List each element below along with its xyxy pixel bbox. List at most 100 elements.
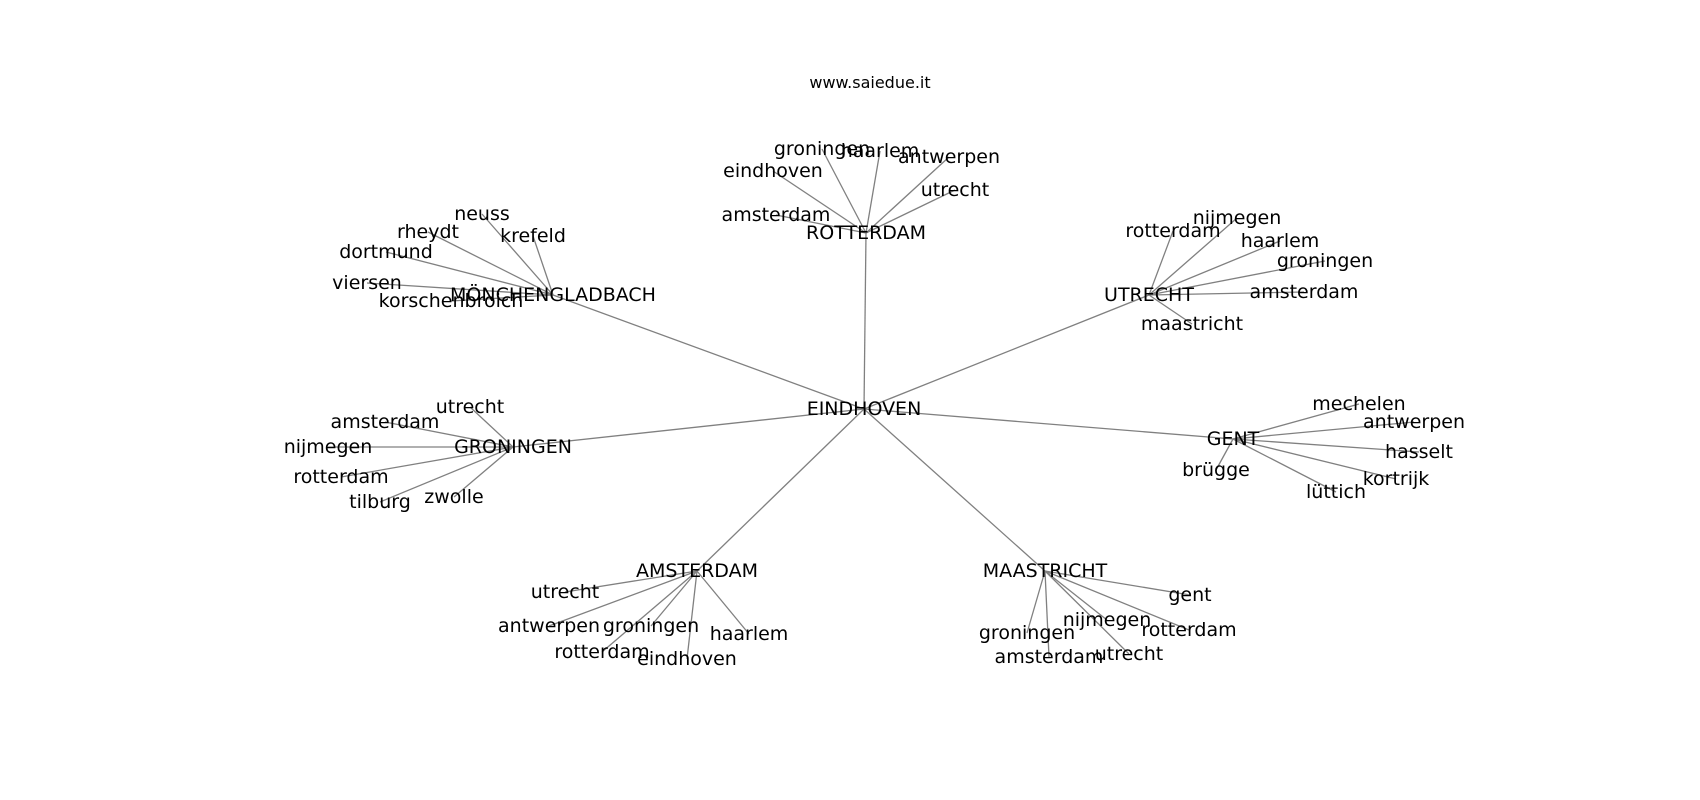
leaf-node-label: amsterdam: [331, 411, 440, 433]
leaf-node-label: lüttich: [1306, 481, 1366, 503]
edge-hub-leaf: [1044, 570, 1050, 658]
edge-hub-leaf: [1148, 294, 1193, 325]
edge-hub-leaf: [1232, 421, 1415, 440]
leaf-node-label: tilburg: [349, 491, 411, 513]
edge-hub-leaf: [1232, 403, 1360, 440]
leaf-node-label: utrecht: [1095, 643, 1164, 665]
edge-hub-leaf: [1148, 217, 1238, 296]
edge-hub-leaf: [469, 406, 514, 448]
edge-hub-leaf: [1148, 230, 1174, 296]
edge-hub-leaf: [1044, 570, 1190, 631]
leaf-node-label: antwerpen: [1363, 411, 1465, 433]
leaf-node-label: haarlem: [841, 140, 920, 162]
leaf-node-label: haarlem: [1241, 230, 1320, 252]
edge-hub-leaf: [1232, 438, 1397, 480]
edge-hub-leaf: [450, 294, 554, 302]
edge-center-hub: [512, 408, 865, 448]
edge-hub-leaf: [379, 446, 514, 503]
leaf-node-label: maastricht: [1141, 313, 1243, 335]
edge-center-hub: [863, 294, 1150, 410]
leaf-node-label: zwolle: [424, 486, 483, 508]
edge-hub-leaf: [696, 570, 750, 635]
leaf-node-label: eindhoven: [637, 648, 737, 670]
leaf-node-label: neuss: [454, 203, 510, 225]
edge-hub-leaf: [1232, 438, 1420, 453]
edge-hub-leaf: [385, 251, 554, 296]
edge-hub-leaf: [1148, 240, 1281, 296]
edge-hub-leaf: [1148, 291, 1305, 296]
edge-hub-leaf: [1044, 570, 1130, 655]
leaf-node-label: utrecht: [921, 179, 990, 201]
leaf-node-label: mechelen: [1312, 393, 1405, 415]
edge-hub-leaf: [1026, 570, 1046, 634]
edge-hub-leaf: [340, 446, 514, 478]
hub-node-label: UTRECHT: [1104, 284, 1194, 306]
edge-hub-leaf: [481, 213, 554, 296]
edge-hub-leaf: [1148, 260, 1326, 296]
leaf-node-label: rotterdam: [554, 641, 649, 663]
leaf-node-label: utrecht: [436, 396, 505, 418]
leaf-node-label: amsterdam: [995, 646, 1104, 668]
edge-center-hub: [863, 408, 1234, 440]
leaf-node-label: groningen: [1277, 250, 1373, 272]
hub-node-label: MAASTRICHT: [983, 560, 1108, 582]
leaf-node-label: eindhoven: [723, 160, 823, 182]
edge-hub-leaf: [865, 189, 956, 234]
hub-node-label: AMSTERDAM: [636, 560, 758, 582]
edge-hub-leaf: [865, 150, 881, 234]
hub-node-label: GENT: [1207, 428, 1260, 450]
edge-hub-leaf: [1044, 570, 1191, 596]
edge-hub-leaf: [1232, 438, 1337, 493]
edge-hub-leaf: [548, 570, 698, 627]
leaf-node-label: rotterdam: [1125, 220, 1220, 242]
hub-node-label: GRONINGEN: [454, 436, 572, 458]
hub-node-label: MÖNCHENGLADBACH: [450, 283, 656, 306]
leaf-node-label: groningen: [979, 622, 1075, 644]
leaf-node-label: groningen: [603, 615, 699, 637]
leaf-node-label: gent: [1168, 584, 1211, 606]
leaf-node-label: rheydt: [397, 221, 459, 243]
edge-hub-leaf: [366, 282, 554, 296]
leaf-node-label: haarlem: [710, 623, 789, 645]
edge-hub-leaf: [772, 170, 867, 234]
leaf-node-label: amsterdam: [722, 204, 831, 226]
center-node-label: EINDHOVEN: [807, 398, 922, 420]
leaf-node-label: nijmegen: [1193, 207, 1282, 229]
edge-hub-leaf: [1215, 438, 1234, 471]
hub-node-label: ROTTERDAM: [806, 222, 926, 244]
edge-center-hub: [552, 294, 865, 410]
edge-center-hub: [863, 232, 867, 410]
edge-hub-leaf: [564, 570, 698, 593]
leaf-node-label: kortrijk: [1363, 468, 1430, 490]
leaf-node-label: nijmegen: [1063, 609, 1152, 631]
edge-hub-leaf: [775, 214, 867, 234]
edge-hub-leaf: [453, 446, 514, 498]
leaf-node-label: nijmegen: [284, 436, 373, 458]
nodes: EINDHOVENROTTERDAMgroningenhaarlemantwer…: [284, 138, 1465, 670]
leaf-node-label: dortmund: [339, 241, 433, 263]
edge-hub-leaf: [532, 235, 554, 296]
edge-center-hub: [863, 408, 1046, 572]
leaf-node-label: antwerpen: [898, 146, 1000, 168]
leaf-node-label: viersen: [332, 272, 402, 294]
leaf-node-label: krefeld: [500, 225, 566, 247]
leaf-node-label: brügge: [1182, 459, 1250, 481]
edge-center-hub: [696, 408, 865, 572]
site-title: www.saiedue.it: [809, 73, 930, 92]
leaf-node-label: utrecht: [531, 581, 600, 603]
leaf-node-label: rotterdam: [293, 466, 388, 488]
leaf-node-label: hasselt: [1385, 441, 1453, 463]
leaf-node-label: amsterdam: [1250, 281, 1359, 303]
edges: [328, 148, 1420, 660]
leaf-node-label: korschenbroich: [379, 290, 524, 312]
edge-hub-leaf: [650, 570, 698, 627]
leaf-node-label: rotterdam: [1141, 619, 1236, 641]
leaf-node-label: antwerpen: [498, 615, 600, 637]
edge-hub-leaf: [427, 231, 554, 296]
edge-hub-leaf: [821, 148, 867, 234]
edge-hub-leaf: [384, 421, 514, 448]
edge-hub-leaf: [865, 156, 950, 234]
edge-hub-leaf: [686, 570, 698, 660]
edge-hub-leaf: [601, 570, 698, 653]
